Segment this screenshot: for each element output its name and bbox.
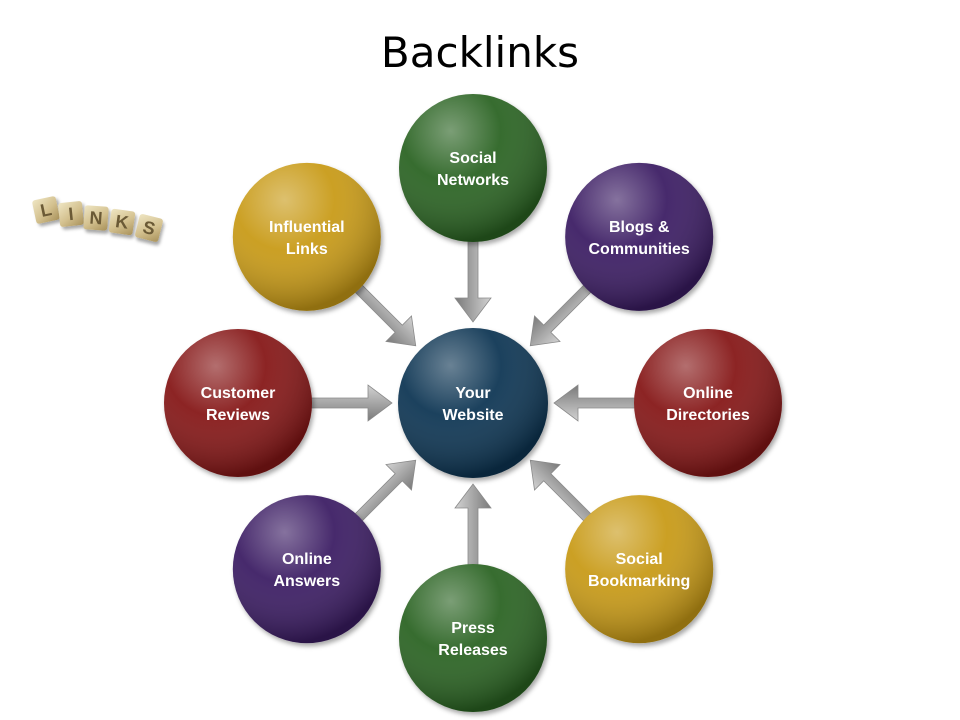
node-customer-reviews-label: Reviews bbox=[206, 407, 270, 424]
node-customer-reviews-label: Customer bbox=[201, 385, 276, 402]
arrow-social-networks bbox=[454, 239, 492, 323]
arrow-shape bbox=[529, 283, 593, 347]
center-node-your-website-label: Website bbox=[442, 407, 503, 424]
arrow-press-releases bbox=[454, 483, 492, 567]
node-blogs-communities: Blogs & Communities bbox=[565, 162, 714, 311]
node-press-releases-label: Releases bbox=[438, 642, 507, 659]
arrow-shape bbox=[353, 459, 417, 523]
arrow-online-answers bbox=[353, 459, 417, 523]
slide-title: Backlinks bbox=[380, 28, 580, 77]
arrow-social-bookmarking bbox=[529, 459, 593, 523]
arrow-influential-links bbox=[353, 283, 417, 347]
node-blogs-communities-label: Blogs & bbox=[609, 219, 670, 236]
node-influential-links-shine bbox=[232, 162, 381, 311]
node-online-answers-label: Online bbox=[282, 551, 332, 568]
arrow-blogs-communities bbox=[529, 283, 593, 347]
arrow-shape bbox=[553, 384, 637, 422]
arrow-shape bbox=[529, 459, 593, 523]
arrow-shape bbox=[309, 384, 393, 422]
node-online-directories-label: Directories bbox=[666, 407, 750, 424]
node-online-answers-shine bbox=[232, 495, 381, 644]
node-influential-links-label: Influential bbox=[269, 219, 345, 236]
center-node-your-website-shine bbox=[398, 328, 548, 478]
center-node-your-website-label: Your bbox=[455, 385, 490, 402]
arrow-customer-reviews bbox=[309, 384, 393, 422]
arrow-online-directories bbox=[553, 384, 637, 422]
node-social-bookmarking-label: Bookmarking bbox=[588, 573, 690, 590]
arrow-shape bbox=[353, 283, 417, 347]
node-online-directories-shine bbox=[634, 329, 782, 477]
node-blogs-communities-label: Communities bbox=[588, 241, 689, 258]
node-customer-reviews-shine bbox=[164, 329, 312, 477]
node-social-networks-label: Social bbox=[449, 150, 496, 167]
node-press-releases-label: Press bbox=[451, 620, 495, 637]
node-press-releases-shine bbox=[399, 564, 547, 712]
node-social-networks-label: Networks bbox=[437, 172, 509, 189]
node-social-bookmarking-shine bbox=[565, 495, 714, 644]
node-blogs-communities-shine bbox=[565, 162, 714, 311]
node-social-bookmarking-label: Social bbox=[616, 551, 663, 568]
arrow-shape bbox=[454, 239, 492, 323]
node-influential-links-label: Links bbox=[286, 241, 328, 258]
node-online-directories-label: Online bbox=[683, 385, 733, 402]
node-social-networks-shine bbox=[399, 94, 547, 242]
arrow-shape bbox=[454, 483, 492, 567]
node-online-answers-label: Answers bbox=[273, 573, 340, 590]
